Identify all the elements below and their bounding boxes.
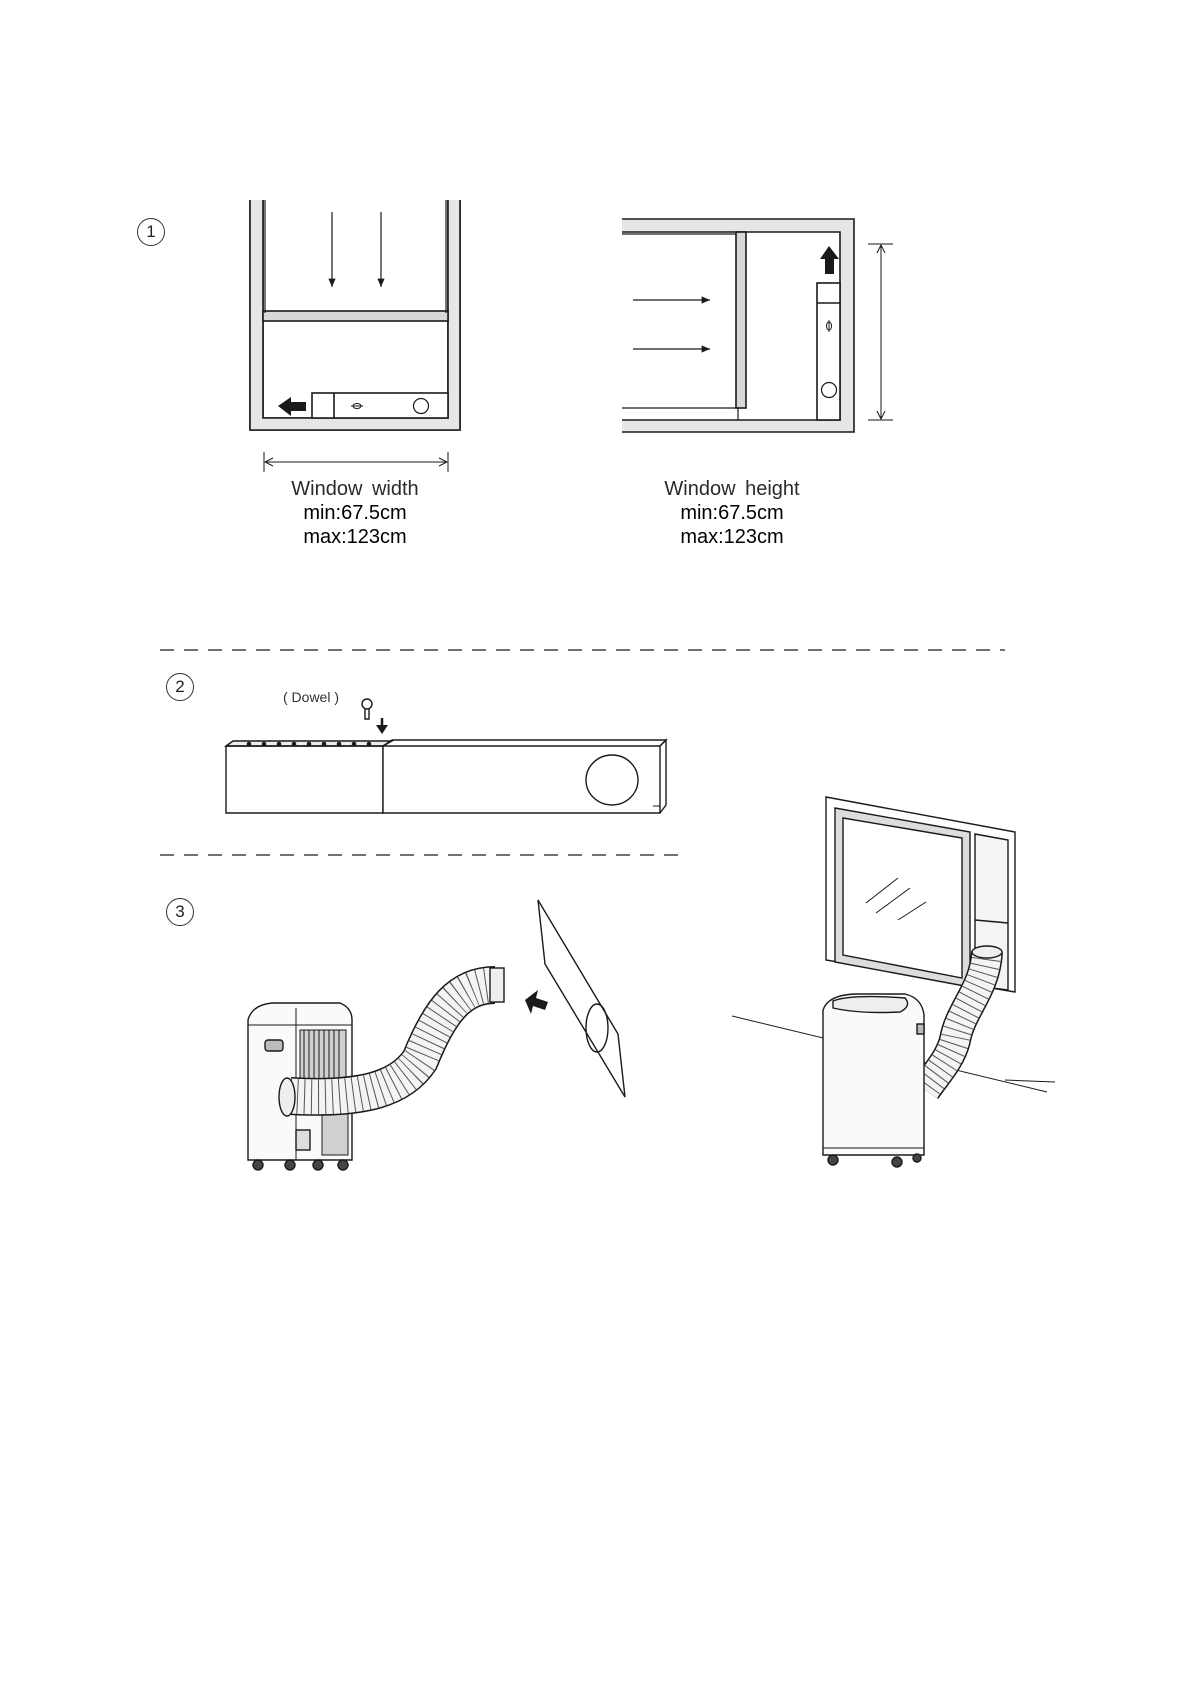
dowel-icon	[362, 699, 372, 719]
vertical-window-diagram	[250, 200, 460, 472]
unit-with-hose-diagram	[248, 900, 625, 1170]
slider-panel-diagram	[226, 699, 666, 813]
horizontal-window-diagram	[622, 219, 893, 432]
installed-unit-diagram	[732, 797, 1055, 1167]
